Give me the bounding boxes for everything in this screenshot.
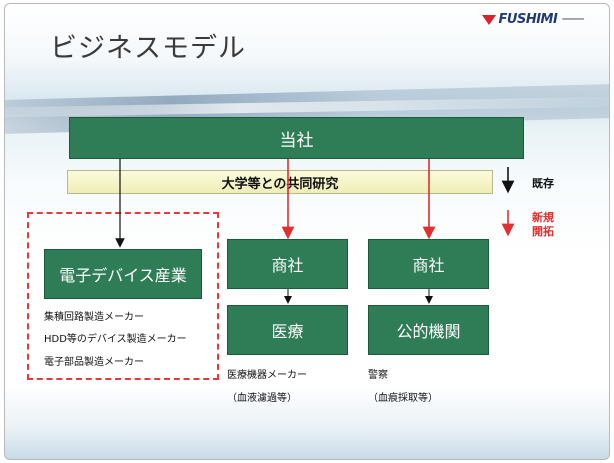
company-logo: FUSHIMI ━━━━━━	[481, 12, 584, 27]
medical-box: 医療	[227, 305, 348, 355]
public-agency-caption: 警察	[368, 370, 388, 381]
logo-subtext: ━━━━━━	[562, 16, 584, 23]
company-box: 当社	[69, 117, 524, 159]
legend-existing-label: 既存	[532, 177, 554, 190]
public-agency-caption-note: （血痕採取等）	[368, 393, 438, 404]
joint-research-bar: 大学等との共同研究	[67, 170, 493, 194]
logo-triangle-icon	[481, 14, 496, 25]
slide-title: ビジネスモデル	[50, 33, 246, 64]
electronic-item: 集積回路製造メーカー	[44, 312, 144, 323]
electronic-item: HDD等のデバイス製造メーカー	[44, 334, 187, 345]
medical-caption-note: （血液濾過等）	[227, 393, 297, 404]
electronic-device-box: 電子デバイス産業	[44, 249, 202, 299]
medical-caption: 医療機器メーカー	[227, 370, 307, 381]
legend-new-label-line2: 開拓	[532, 225, 554, 238]
trading-company-box-right: 商社	[368, 239, 489, 289]
public-agency-box: 公的機関	[368, 305, 489, 355]
legend-new-label-line1: 新規	[532, 211, 554, 224]
trading-company-box-left: 商社	[227, 239, 348, 289]
logo-text: FUSHIMI	[498, 12, 558, 27]
electronic-item: 電子部品製造メーカー	[44, 357, 144, 368]
electronic-region-dashed-frame	[27, 212, 219, 380]
